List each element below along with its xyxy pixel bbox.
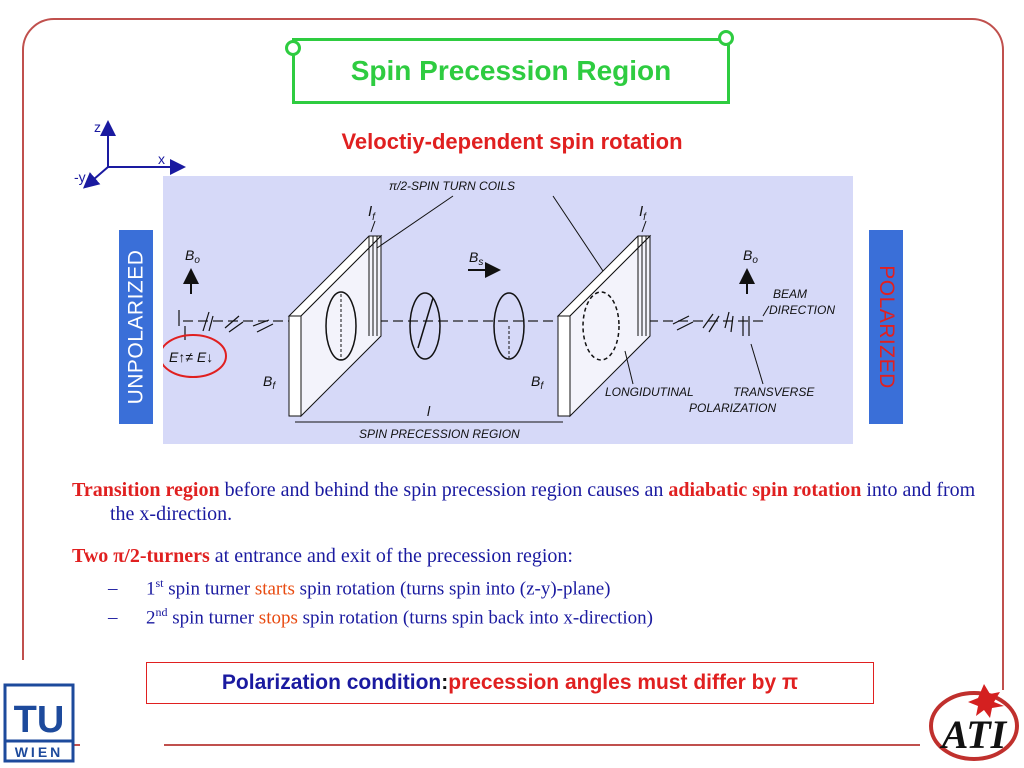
- page-title-text: Spin Precession Region: [350, 55, 672, 86]
- page-title: Spin Precession Region: [292, 38, 730, 104]
- axes-icon: z x -y: [74, 119, 186, 189]
- frame-gap-bottom-left: [80, 742, 164, 750]
- unpolarized-text: UNPOLARIZED: [124, 249, 148, 405]
- bs-label: Bs: [469, 249, 483, 268]
- sub-bullet-2-num: 2: [146, 607, 156, 629]
- polarized-text: POLARIZED: [875, 265, 898, 389]
- coils-label: π/2-SPIN TURN COILS: [389, 179, 515, 193]
- tu-logo-bottom: WIEN: [15, 744, 64, 760]
- sub-bullet-1-dash: –: [108, 578, 118, 600]
- unpolarized-label: UNPOLARIZED: [119, 230, 153, 424]
- condition-text: precession angles must differ by π: [448, 671, 799, 694]
- longitudinal-label: LONGIDUTINAL: [605, 385, 694, 399]
- bullet-transition-end: into and from the x-direction.: [110, 479, 976, 525]
- condition-label: Polarization condition: [221, 671, 442, 694]
- energy-label: E↑≠ E↓: [169, 349, 213, 365]
- slide-frame: [22, 18, 1004, 746]
- spin-precession-diagram: π/2-SPIN TURN COILS If If Bo Bs Bo Bf Bf…: [163, 176, 853, 444]
- bullet-turners-term: Two π/2-turners: [72, 545, 210, 567]
- bullet-adiabatic-term: adiabatic spin rotation: [668, 479, 862, 501]
- b0-label-left: Bo: [185, 247, 200, 266]
- sub-bullet-1-num: 1: [146, 578, 156, 600]
- polarization-condition-box: Polarization condition: precession angle…: [146, 662, 874, 704]
- sub-bullet-1-sup: st: [155, 576, 164, 590]
- scroll-curl-right: [718, 30, 734, 46]
- subtitle: Veloctiy-dependent spin rotation: [341, 129, 683, 154]
- sub-bullet-1-end: spin rotation (turns spin into (z-y)-pla…: [294, 578, 611, 600]
- axis-x-label: x: [158, 151, 165, 167]
- sub-bullet-2-dash: –: [108, 607, 118, 629]
- bullet-turners: Two π/2-turners at entrance and exit of …: [72, 545, 952, 568]
- bullet-transition: Transition region before and behind the …: [72, 478, 990, 526]
- current-label-2: If: [639, 203, 647, 223]
- bullet-transition-text: before and behind the spin precession re…: [219, 479, 669, 501]
- scroll-curl-left: [285, 40, 301, 56]
- sub-bullet-2-stops: stops: [258, 607, 298, 629]
- axis-z-label: z: [94, 119, 101, 135]
- length-label: l: [427, 403, 431, 419]
- ati-logo: ATI: [924, 682, 1022, 762]
- sub-bullet-1: – 1st spin turner starts spin rotation (t…: [108, 576, 988, 600]
- transverse-label: TRANSVERSE: [733, 385, 815, 399]
- diagram-drawing: π/2-SPIN TURN COILS If If Bo Bs Bo Bf Bf…: [163, 179, 835, 441]
- sub-bullet-1-starts: starts: [254, 578, 295, 600]
- b0-label-right: Bo: [743, 247, 758, 266]
- sub-bullet-1-text: spin turner: [163, 578, 255, 600]
- sub-bullet-2-sup: nd: [155, 605, 168, 619]
- bullet-turners-text: at entrance and exit of the precession r…: [209, 545, 573, 567]
- sub-bullet-2-text: spin turner: [167, 607, 259, 629]
- tu-wien-logo: TU WIEN: [3, 683, 75, 763]
- polarized-label: POLARIZED: [869, 230, 903, 424]
- current-label-1: If: [368, 203, 376, 223]
- condition-colon: :: [441, 671, 449, 694]
- beam-direction-label-2: DIRECTION: [769, 303, 835, 317]
- polarization-label: POLARIZATION: [689, 401, 776, 415]
- tu-logo-top: TU: [14, 699, 65, 741]
- axis-neg-y-label: -y: [74, 169, 86, 185]
- bf-label-2: Bf: [531, 373, 544, 392]
- bf-label-1: Bf: [263, 373, 276, 392]
- bullet-transition-term: Transition region: [72, 479, 220, 501]
- ati-logo-text: ATI: [939, 712, 1008, 757]
- energy-highlight: [163, 334, 227, 378]
- sub-bullet-2: – 2nd spin turner stops spin rotation (tu…: [108, 605, 988, 629]
- region-label: SPIN PRECESSION REGION: [359, 427, 520, 441]
- sub-bullet-2-end: spin rotation (turns spin back into x-di…: [297, 607, 654, 629]
- beam-direction-label-1: BEAM: [773, 287, 807, 301]
